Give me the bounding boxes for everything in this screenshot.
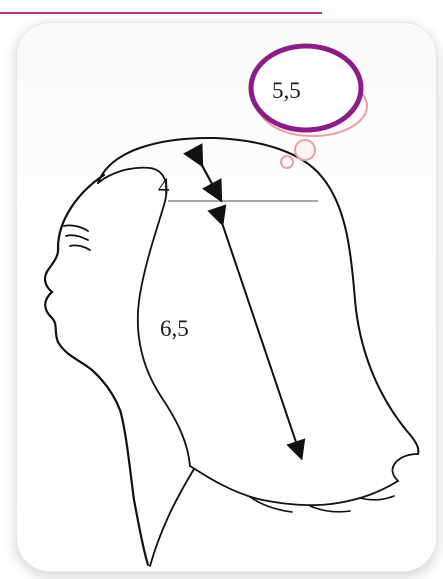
top-measure-arrow <box>198 158 217 193</box>
face-profile-line <box>45 175 148 565</box>
thought-bubble-main <box>251 46 361 130</box>
neck-line <box>150 469 194 566</box>
side-measure-arrow <box>220 217 299 451</box>
thought-bubble-medium-circle <box>295 140 315 160</box>
hair-lower-back <box>190 454 418 505</box>
top-measure-label: 4 <box>158 174 170 199</box>
eyelash-lines <box>64 225 90 250</box>
side-measure-label: 6,5 <box>160 316 189 341</box>
head-top-outline <box>98 138 418 454</box>
thought-bubble-small-circle <box>281 156 293 168</box>
bubble-measure-label: 5,5 <box>272 78 301 103</box>
